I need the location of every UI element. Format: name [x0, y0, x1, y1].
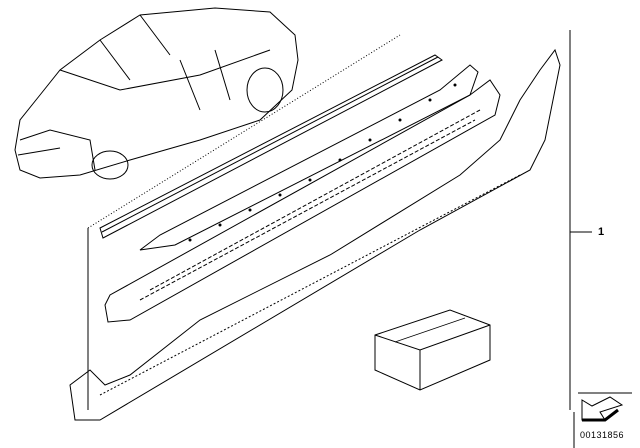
- reference-number: 00131856: [580, 430, 625, 440]
- frame-diagonal: [87, 34, 401, 229]
- small-parts-box: [374, 309, 491, 391]
- callout-bracket: [569, 30, 592, 410]
- callout-label: 1: [598, 226, 605, 238]
- vehicle-outline: [14, 7, 299, 180]
- side-skirt: [69, 48, 561, 421]
- step-plate: [139, 64, 479, 251]
- reference-arrow-icon: [573, 392, 632, 448]
- trim-strip: [99, 54, 443, 239]
- step-support: [104, 79, 501, 323]
